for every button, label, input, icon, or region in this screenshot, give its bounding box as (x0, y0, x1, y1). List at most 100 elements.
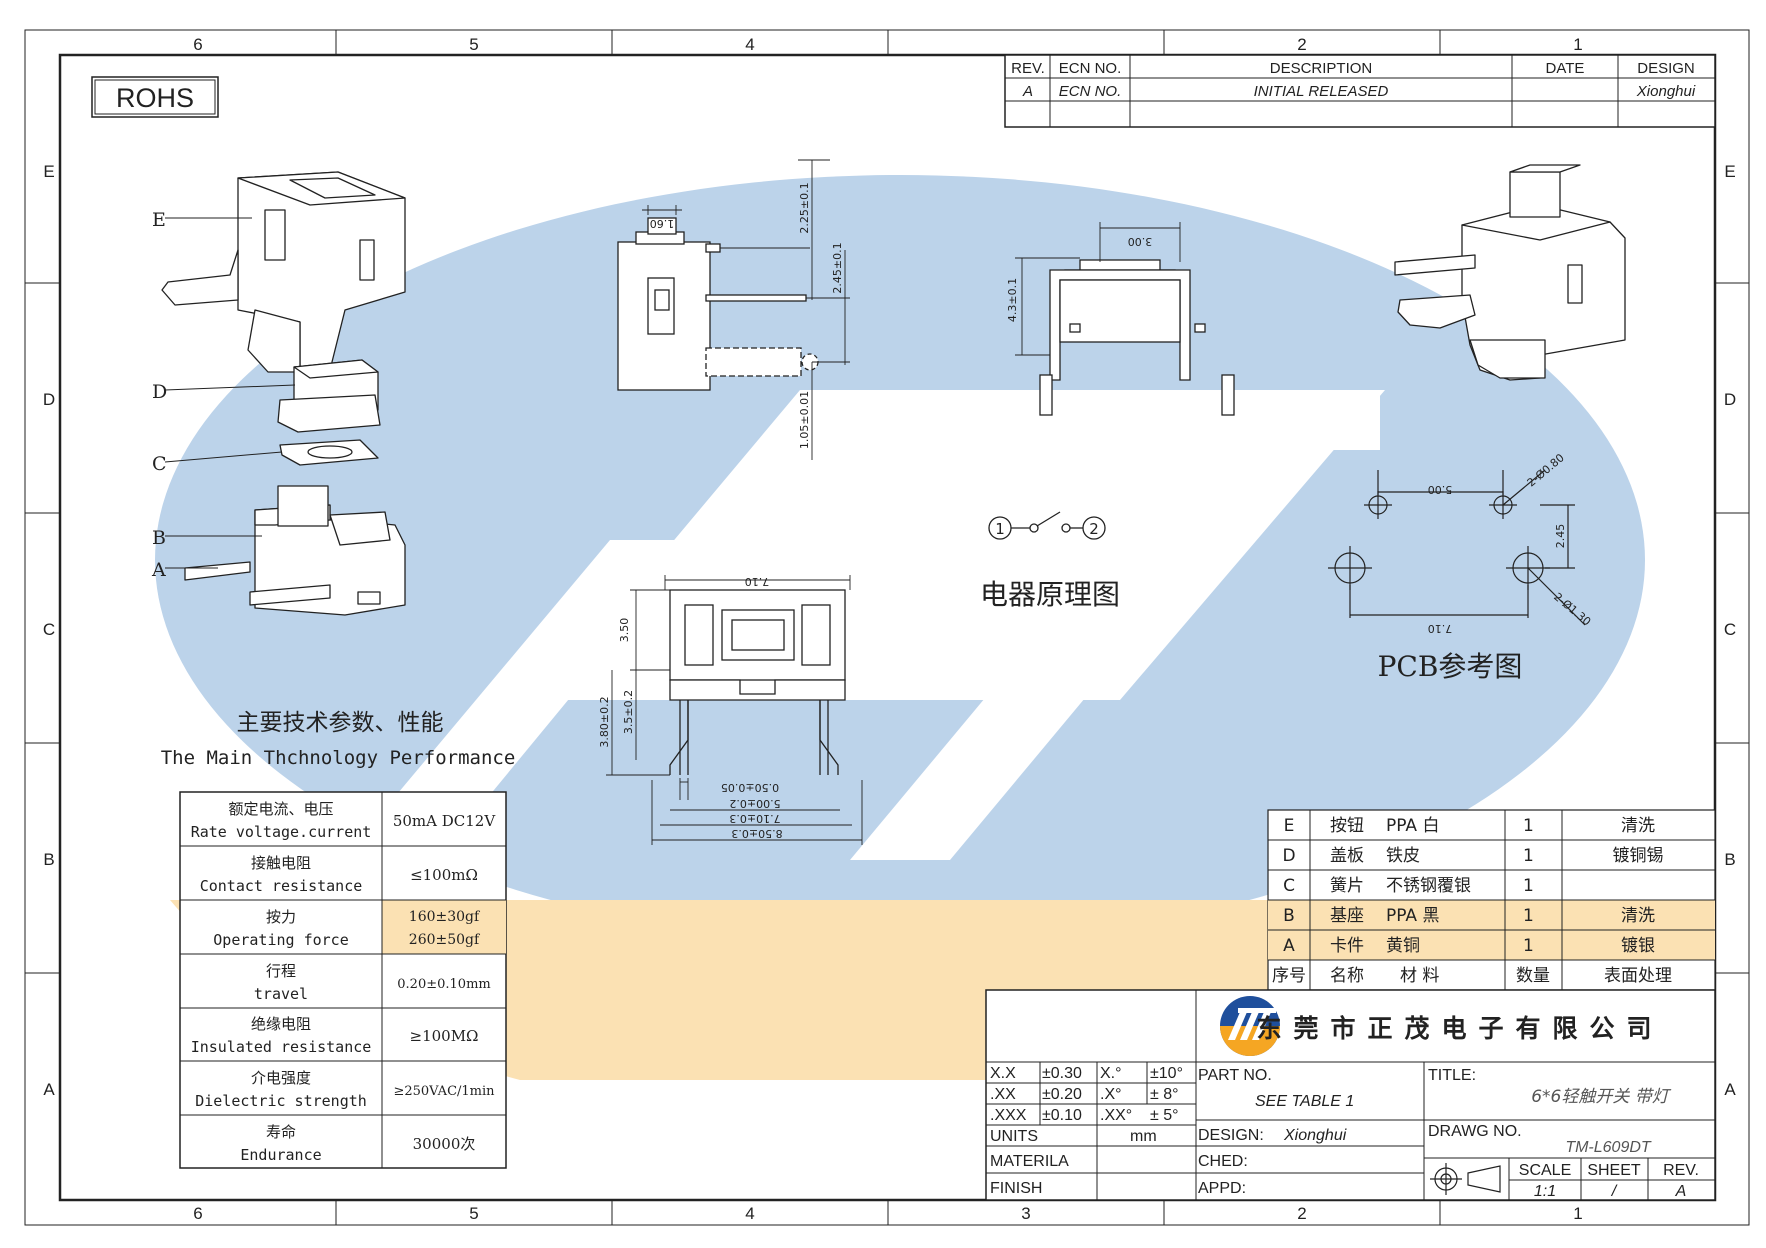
svg-text:1: 1 (1523, 876, 1534, 896)
svg-text:1: 1 (1523, 846, 1534, 866)
dim-0-50: 0.50±0.05 (721, 781, 779, 794)
rev-label: REV. (1663, 1162, 1699, 1179)
tol-xxxx-label: .XXX (990, 1107, 1027, 1124)
spec-row-en: Insulated resistance (191, 1038, 372, 1056)
spec-title-cn: 主要技术参数、性能 (237, 710, 444, 736)
exploded-callouts (164, 217, 296, 569)
zone-labels: 6 5 4 2 1 6 5 4 3 2 1 E D C B A E D C B … (43, 35, 1736, 1223)
sheet-label: SHEET (1587, 1162, 1641, 1179)
spec-row-en: Contact resistance (200, 877, 363, 895)
svg-text:簧片: 簧片 (1330, 876, 1364, 896)
rohs-stamp: ROHS (91, 76, 219, 118)
material-label: MATERILA (990, 1153, 1069, 1170)
svg-text:黄铜: 黄铜 (1386, 936, 1420, 956)
pcb-dim-2-45: 2.45 (1554, 524, 1567, 549)
spec-row-value: 160±30gf (409, 909, 481, 925)
row-label-left: D (43, 390, 55, 409)
tol-angle3-value: ± 5° (1150, 1107, 1179, 1124)
schematic-labels: 1 2 电器原理图 (980, 520, 1120, 611)
callout-c: C (152, 453, 167, 475)
dim-1-60: 1.60 (650, 217, 675, 230)
tol-xx-label: X.X (990, 1065, 1016, 1082)
svg-text:基座: 基座 (1330, 906, 1364, 926)
row-label-left: B (43, 850, 54, 869)
company-logo (1220, 996, 1280, 1056)
spec-row-cn: 接触电阻 (251, 854, 311, 872)
description-header: DESCRIPTION (1270, 60, 1373, 77)
pin-2-label: 2 (1089, 520, 1099, 538)
tol-xxx-label: .XX (990, 1086, 1016, 1103)
part-b-base (254, 485, 406, 616)
exploded-callout-labels: E D C B A (151, 209, 167, 581)
side-view-dim-labels: 1.60 2.25±0.1 2.45±0.1 1.05±0.01 (650, 182, 844, 449)
callout-a: A (151, 559, 166, 581)
spec-row-cn: 介电强度 (251, 1069, 311, 1087)
drawing-no-label: DRAWG NO. (1428, 1123, 1522, 1140)
drawing-no-value: TM-L609DT (1565, 1139, 1652, 1156)
spec-table: 额定电流、电压 Rate voltage.current 50mA DC12V … (179, 791, 507, 1169)
svg-text:PPA 白: PPA 白 (1386, 816, 1439, 836)
description-value: INITIAL RELEASED (1254, 83, 1389, 100)
bom-table: E 按钮 PPA 白 1 清洗 D 盖板 铁皮 1 镀铜锡 C 簧片 不锈钢覆银… (1267, 809, 1716, 991)
svg-text:数量: 数量 (1516, 966, 1550, 986)
callout-e: E (152, 209, 166, 231)
spec-row-value: 50mA DC12V (393, 812, 497, 830)
side-view (617, 217, 819, 391)
row-label-right: D (1724, 390, 1736, 409)
spec-row-value: ≤100mΩ (410, 866, 478, 884)
pcb-reference (1328, 469, 1586, 626)
bom-header: 序号 名称 材 料 数量 表面处理 (1272, 966, 1672, 986)
row-label-right: C (1724, 620, 1736, 639)
spec-title-en: The Main Thchnology Performance (161, 747, 516, 769)
spec-row-value: 30000次 (413, 1135, 476, 1153)
part-c-spring (279, 439, 379, 466)
spec-row-en: Endurance (240, 1146, 321, 1164)
svg-text:镀铜锡: 镀铜锡 (1613, 846, 1664, 866)
scale-value: 1:1 (1534, 1183, 1556, 1200)
svg-text:A: A (1283, 936, 1295, 956)
svg-text:名称: 名称 (1330, 966, 1364, 986)
finish-label: FINISH (990, 1180, 1042, 1197)
row-label-right: E (1724, 162, 1735, 181)
spec-row-cn: 行程 (266, 962, 296, 980)
front-view-dim-labels: 7.10 3.50 3.80±0.2 3.5±0.2 0.50±0.05 5.0… (598, 575, 783, 840)
row-label-left: A (43, 1080, 55, 1099)
pin-1-label: 1 (995, 520, 1005, 538)
row-label-right: B (1724, 850, 1735, 869)
spec-row-cn: 绝缘电阻 (251, 1015, 311, 1033)
schematic-title: 电器原理图 (980, 578, 1120, 611)
svg-text:材 料: 材 料 (1400, 966, 1439, 986)
part-no-value: SEE TABLE 1 (1255, 1093, 1354, 1110)
dim-2-25: 2.25±0.1 (798, 182, 811, 233)
svg-text:ROHS: ROHS (116, 83, 194, 113)
row-label-right: A (1724, 1080, 1736, 1099)
units-value: mm (1130, 1128, 1157, 1145)
svg-text:C: C (1283, 876, 1295, 896)
spec-row-value: ≥250VAC/1min (393, 1084, 495, 1099)
bom-row-c: C 簧片 不锈钢覆银 1 (1283, 876, 1534, 896)
dim-1-05: 1.05±0.01 (798, 391, 811, 449)
date-header: DATE (1546, 60, 1585, 77)
svg-text:不锈钢覆银: 不锈钢覆银 (1386, 876, 1471, 896)
approved-label: APPD: (1198, 1180, 1246, 1197)
front-view (669, 589, 846, 775)
dim-2-45: 2.45±0.1 (831, 242, 844, 293)
part-d-plunger (277, 359, 381, 433)
design-header: DESIGN (1637, 60, 1695, 77)
svg-text:1: 1 (1523, 906, 1534, 926)
dim-4-3: 4.3±0.1 (1006, 278, 1019, 322)
svg-text:D: D (1282, 846, 1295, 866)
dim-8-50: 8.50±0.3 (731, 827, 782, 840)
ecn-value: ECN NO. (1059, 83, 1122, 100)
units-label: UNITS (990, 1128, 1038, 1145)
tol-xxxx-value: ±0.10 (1042, 1107, 1082, 1124)
part-no-label: PART NO. (1198, 1067, 1272, 1084)
pcb-dim-5-00: 5.00 (1428, 483, 1453, 496)
projection-symbol-icon (1430, 1163, 1501, 1195)
rev-value: A (1675, 1183, 1687, 1200)
tol-angle3-label: .XX° (1100, 1107, 1132, 1124)
tol-angle-label: X.° (1100, 1065, 1122, 1082)
dim-3-80: 3.80±0.2 (598, 696, 611, 747)
col-label-bottom: 3 (1021, 1204, 1030, 1223)
svg-text:表面处理: 表面处理 (1604, 966, 1672, 986)
